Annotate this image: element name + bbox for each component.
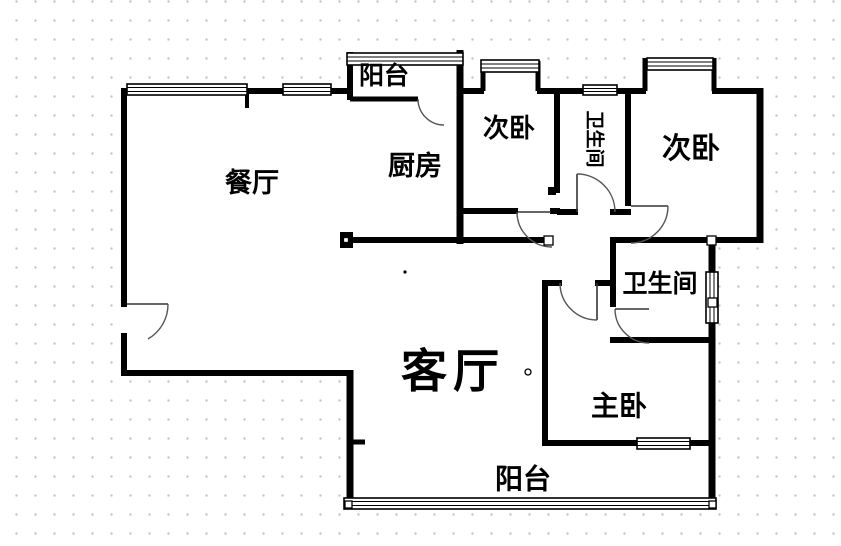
master-bedroom-door-swing [559, 282, 598, 321]
room-label-living: 客厅 [401, 345, 505, 397]
window [582, 84, 618, 96]
balcony-door-swing [417, 98, 445, 126]
room-label-kitchen: 厨房 [388, 151, 442, 181]
walls [121, 50, 764, 508]
room-labels: 阳台 餐厅 厨房 次卧 卫生间 次卧 卫生间 客厅 主卧 阳台 [225, 61, 720, 495]
doors [127, 98, 669, 344]
bathroom-master-door-swing [614, 308, 650, 344]
bedroom-left-door-swing [516, 211, 553, 248]
room-label-bathroom-top: 卫生间 [584, 110, 607, 167]
window [126, 83, 248, 96]
windows [126, 52, 719, 510]
apartment-footprint [121, 51, 764, 510]
entry-door-swing [127, 303, 169, 340]
bedroom-right-door-swing [630, 205, 669, 244]
window [343, 497, 717, 510]
room-label-dining: 餐厅 [225, 168, 279, 198]
window [282, 83, 332, 96]
room-label-bedroom-master: 主卧 [591, 391, 647, 422]
bathroom-top-door-swing [576, 173, 616, 213]
window [346, 52, 464, 66]
room-label-balcony-top: 阳台 [359, 61, 409, 90]
room-label-bathroom-master: 卫生间 [622, 270, 697, 298]
window [480, 59, 540, 73]
window [636, 437, 691, 450]
junction-markers [340, 187, 718, 509]
room-label-balcony-bottom: 阳台 [495, 463, 551, 495]
room-label-bedroom-right: 次卧 [662, 132, 720, 165]
window [646, 57, 714, 71]
room-label-bedroom-left: 次卧 [483, 113, 535, 143]
